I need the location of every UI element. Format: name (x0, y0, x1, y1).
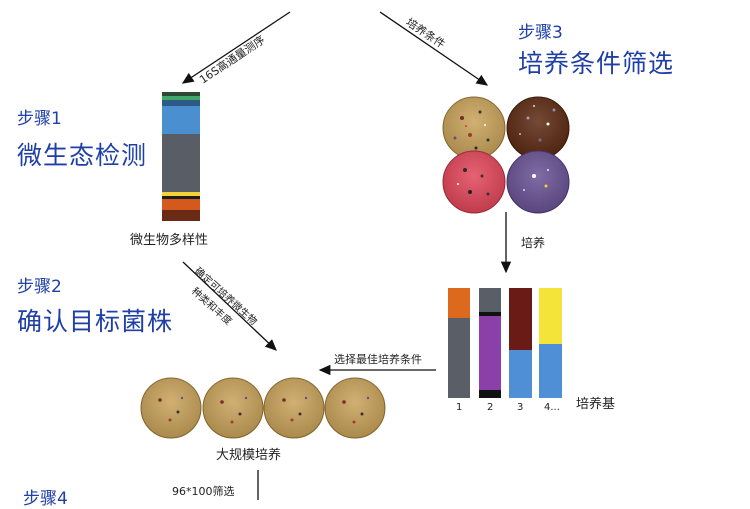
diversity-label: 微生物多样性 (130, 233, 209, 248)
step2-title: 确认目标菌株 (17, 307, 174, 336)
medium-bar-4 (539, 288, 562, 398)
step3-number: 步骤3 (518, 23, 563, 43)
medium-tick-3: 3 (517, 402, 524, 413)
large-scale-label: 大规模培养 (216, 448, 282, 463)
step1-number: 步骤1 (17, 109, 62, 129)
arrow-culture-conditions (379, 11, 489, 86)
step1-title: 微生态检测 (17, 141, 148, 170)
culture-plate-4 (506, 150, 570, 214)
medium-bar-3 (509, 288, 532, 398)
medium-tick-1: 1 (456, 402, 463, 413)
select-best-label: 选择最佳培养条件 (334, 353, 422, 366)
step2-number: 步骤2 (17, 277, 62, 297)
medium-tick-4: 4... (544, 402, 560, 413)
step4-number: 步骤4 (23, 489, 68, 509)
diversity-bar (162, 92, 200, 221)
culture-plate-3 (442, 150, 506, 214)
arrow-sequencing (181, 11, 291, 84)
step3-title: 培养条件筛选 (518, 49, 675, 78)
culture-plate-1 (442, 96, 506, 160)
medium-bar-2 (479, 288, 501, 398)
arrow-confirm (182, 261, 277, 351)
culture-label: 培养 (521, 236, 546, 250)
screening-label: 96*100筛选 (172, 485, 235, 498)
medium-tick-2: 2 (487, 402, 494, 413)
culture-plate-2 (506, 96, 570, 160)
large-scale-plates (140, 377, 386, 439)
medium-bar-1 (448, 288, 470, 398)
medium-label: 培养基 (576, 397, 616, 412)
